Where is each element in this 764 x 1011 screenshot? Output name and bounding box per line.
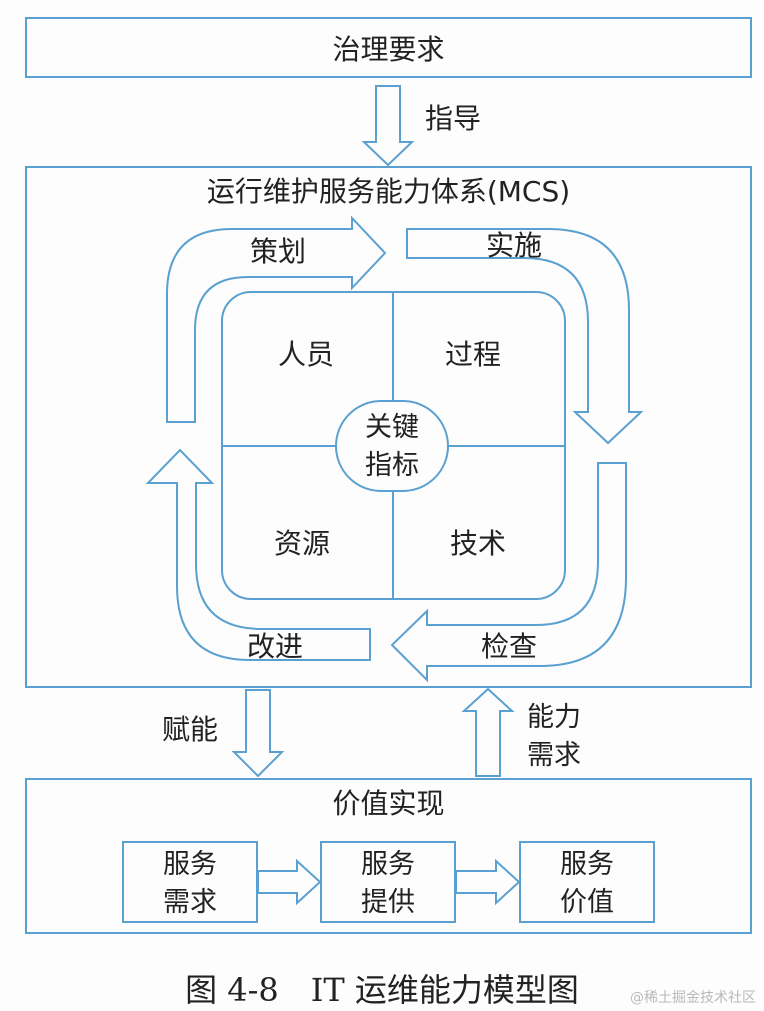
center-label: 关键 指标: [336, 409, 448, 485]
mcs-box: [25, 166, 752, 688]
value-title: 价值实现: [332, 787, 445, 820]
value-step-3-line-2: 价值: [560, 887, 614, 918]
empower-arrow: [231, 689, 285, 778]
check-label: 检查: [481, 630, 538, 663]
value-step-1-line-2: 需求: [163, 887, 217, 918]
plan-label: 策划: [250, 235, 307, 268]
quadrant-process: 过程: [445, 338, 502, 371]
governance-title: 治理要求: [332, 33, 445, 66]
value-flow-arrow-1: [257, 858, 322, 906]
capability-demand-line-1: 能力: [527, 702, 581, 733]
capability-demand-line-2: 需求: [527, 740, 581, 771]
check-cycle-arrow: [390, 462, 627, 683]
improve-label: 改进: [247, 630, 304, 663]
value-step-1-label: 服务 需求: [123, 846, 257, 922]
capability-demand-label: 能力 需求: [519, 699, 589, 775]
quadrant-technology: 技术: [450, 527, 507, 560]
guide-arrow: [361, 85, 415, 167]
quadrant-people: 人员: [278, 338, 335, 371]
value-step-3-label: 服务 价值: [520, 846, 654, 922]
center-node: [335, 400, 449, 492]
quadrant-resources: 资源: [274, 527, 331, 560]
center-line-2: 指标: [365, 450, 419, 481]
value-flow-arrow-2: [455, 858, 521, 906]
value-box: [25, 778, 752, 934]
value-step-2-line-1: 服务: [361, 849, 415, 880]
center-line-1: 关键: [365, 412, 419, 443]
guide-label: 指导: [425, 102, 482, 135]
implement-cycle-arrow: [406, 228, 644, 445]
value-step-3-line-1: 服务: [560, 849, 614, 880]
plan-cycle-arrow: [166, 215, 387, 423]
capability-demand-arrow: [461, 687, 515, 777]
value-step-1-line-1: 服务: [163, 849, 217, 880]
governance-box: [25, 17, 752, 78]
value-step-2-line-2: 提供: [361, 887, 415, 918]
mcs-title: 运行维护服务能力体系(MCS): [206, 175, 571, 208]
figure-caption: 图 4-8 IT 运维能力模型图: [185, 971, 579, 1009]
implement-label: 实施: [486, 229, 543, 262]
improve-cycle-arrow: [145, 448, 371, 661]
value-step-2-label: 服务 提供: [321, 846, 455, 922]
empower-label: 赋能: [162, 713, 219, 746]
watermark: @稀土掘金技术社区: [630, 990, 756, 1006]
